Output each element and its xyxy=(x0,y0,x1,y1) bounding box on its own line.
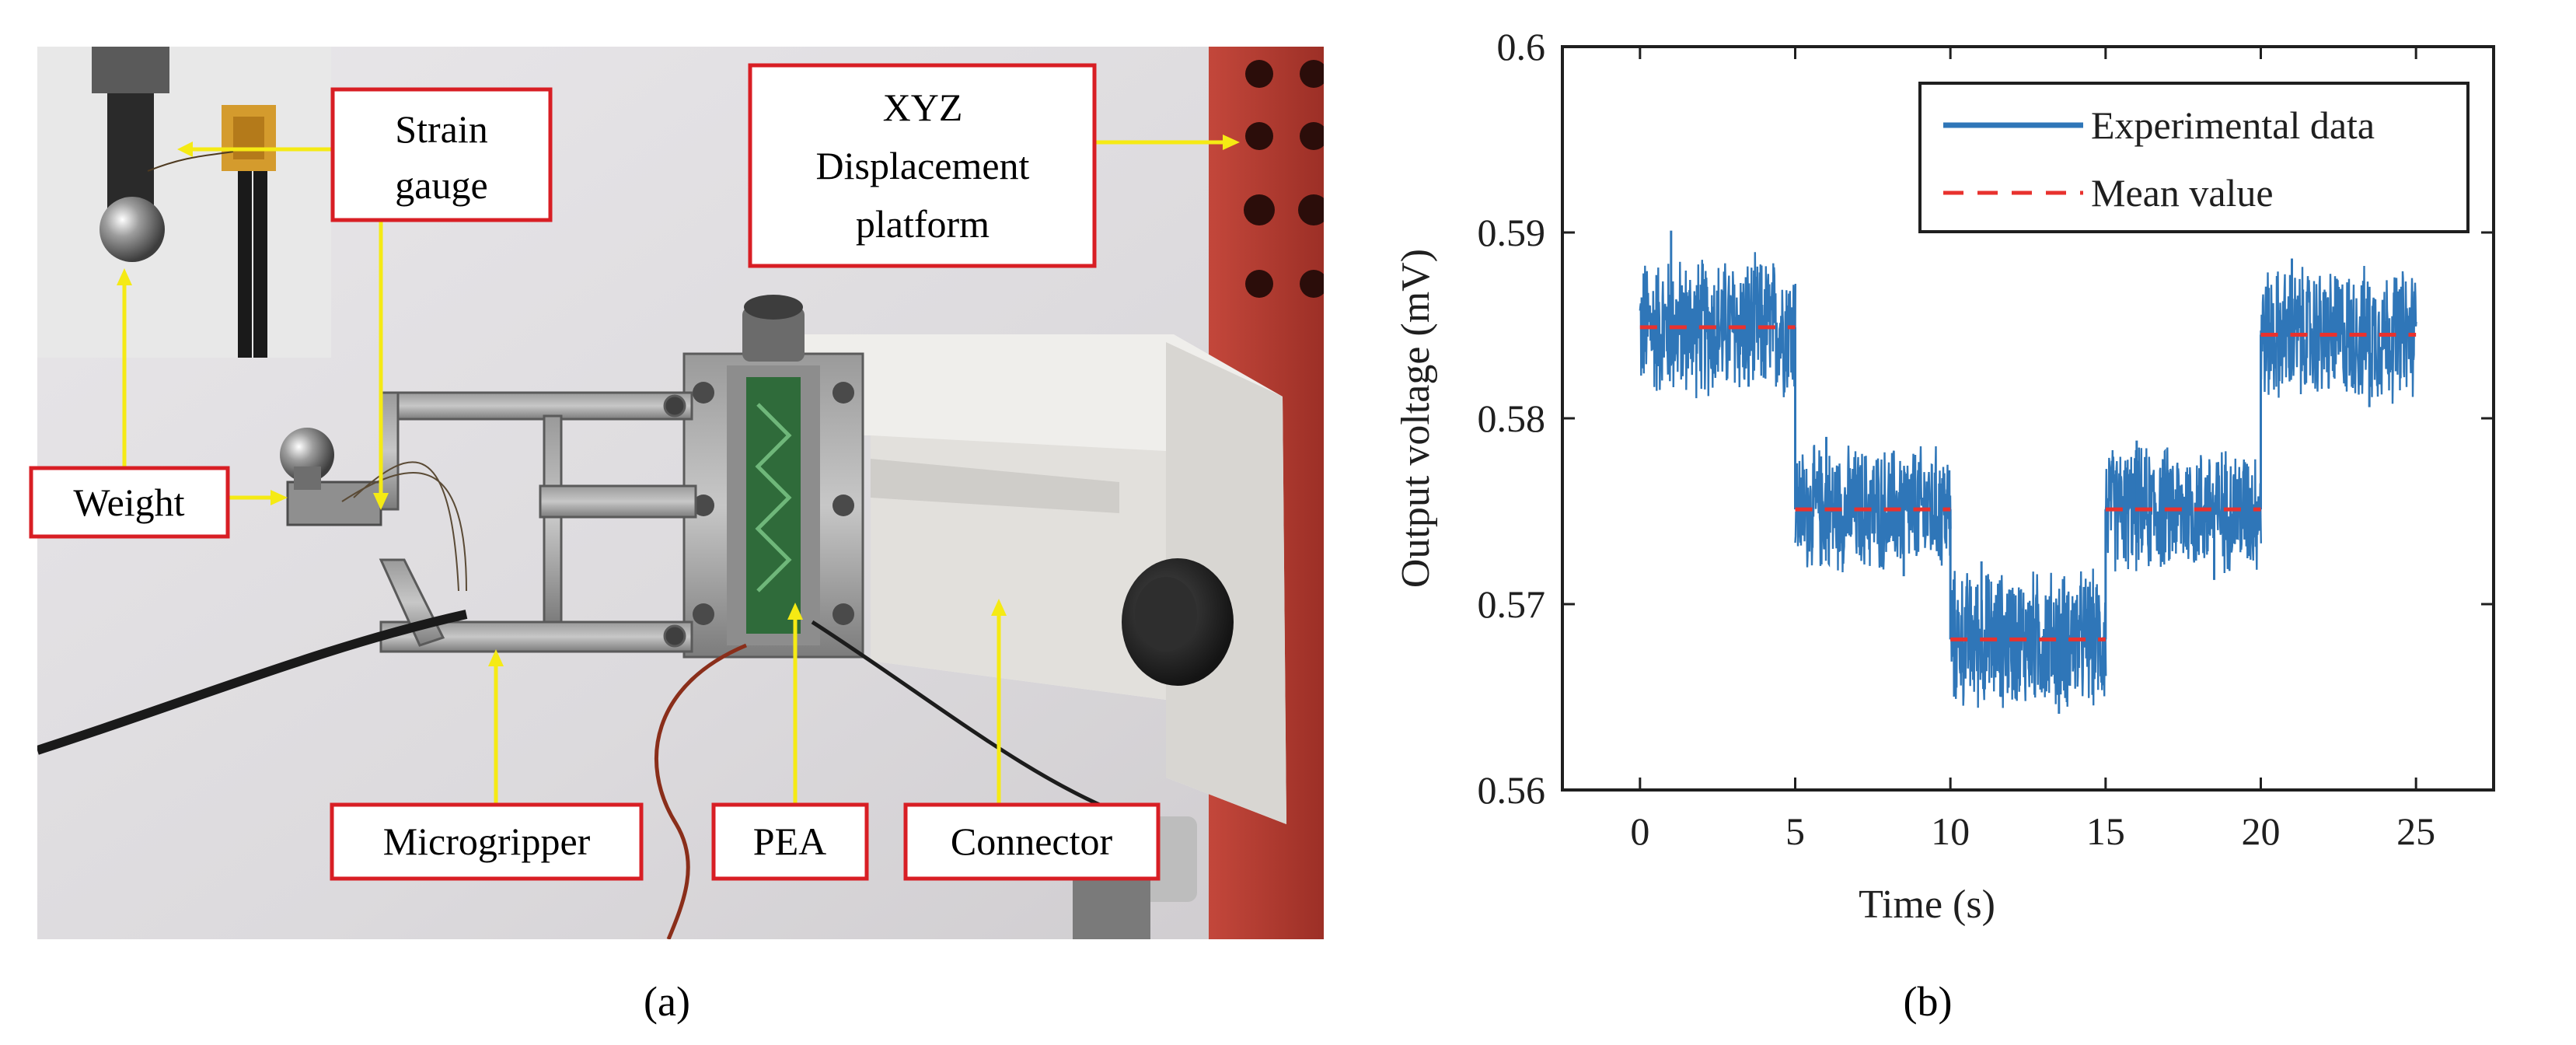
legend-box xyxy=(1918,82,2470,233)
adjustment-knob xyxy=(1122,558,1234,686)
arrow-connector xyxy=(991,599,1007,805)
legend-label-experimental: Experimental data xyxy=(2091,103,2375,147)
arrow-pea xyxy=(787,603,803,805)
label-connector: Connector xyxy=(903,802,1161,881)
x-tick-label-20: 20 xyxy=(2242,809,2281,853)
y-tick-label-0: 0.56 xyxy=(1478,768,1546,812)
arrow-weight-inset xyxy=(117,268,132,467)
label-weight-text: Weight xyxy=(73,481,184,524)
cables xyxy=(37,461,1128,939)
experimental-data-segment-5 xyxy=(2260,265,2417,404)
y-tick-label-1: 0.57 xyxy=(1478,582,1546,626)
experimental-data-segment-3 xyxy=(1949,568,2107,708)
inset-image xyxy=(37,47,331,358)
y-tick-label-2: 0.58 xyxy=(1478,397,1546,440)
annotation-arrows xyxy=(117,135,1240,805)
caption-a: (a) xyxy=(644,978,690,1025)
label-strain-gauge-line1: Strain xyxy=(395,107,487,151)
y-axis-label: Output voltage (mV) xyxy=(1394,249,1438,588)
arrow-strain-gauge-gripper xyxy=(373,219,389,510)
x-tick-label-25: 25 xyxy=(2396,809,2435,853)
x-tick-label-5: 5 xyxy=(1785,809,1805,853)
y-tick-label-3: 0.59 xyxy=(1478,211,1546,254)
x-tick-label-10: 10 xyxy=(1931,809,1970,853)
x-tick-label-15: 15 xyxy=(2086,809,2125,853)
experimental-data-segment-4 xyxy=(2104,447,2262,574)
caption-b: (b) xyxy=(1904,978,1953,1025)
connector-block xyxy=(777,334,1286,824)
label-xyz-platform: XYZ Displacement platform xyxy=(748,63,1097,268)
label-pea-text: PEA xyxy=(753,820,826,863)
label-strain-gauge-line2: gauge xyxy=(395,163,487,207)
label-microgripper: Microgripper xyxy=(330,802,644,881)
arrow-weight-gripper xyxy=(228,490,288,505)
annotation-labels: Strain gauge XYZ Displacement platform W… xyxy=(29,63,1161,881)
label-strain-gauge: Strain gauge xyxy=(330,87,553,222)
pea-frame xyxy=(682,295,864,659)
label-xyz-line1: XYZ xyxy=(883,86,963,129)
experimental-data-segment-1 xyxy=(1639,252,1796,399)
weight xyxy=(280,428,382,526)
arrow-xyz-platform xyxy=(1094,135,1240,150)
legend-label-mean: Mean value xyxy=(2091,171,2274,215)
arrow-microgripper xyxy=(488,649,504,805)
x-tick-label-0: 0 xyxy=(1630,809,1649,853)
label-xyz-line2: Displacement xyxy=(816,144,1030,187)
label-xyz-line3: platform xyxy=(856,202,990,246)
photo-panel xyxy=(37,47,1324,939)
microgripper xyxy=(379,391,697,653)
y-tick-label-4: 0.6 xyxy=(1497,25,1546,68)
arrow-strain-gauge-inset xyxy=(177,142,333,157)
label-weight: Weight xyxy=(29,466,230,539)
label-connector-text: Connector xyxy=(951,820,1113,863)
label-microgripper-text: Microgripper xyxy=(383,820,591,863)
label-pea: PEA xyxy=(711,802,869,881)
x-axis-label: Time (s) xyxy=(1859,882,1995,927)
